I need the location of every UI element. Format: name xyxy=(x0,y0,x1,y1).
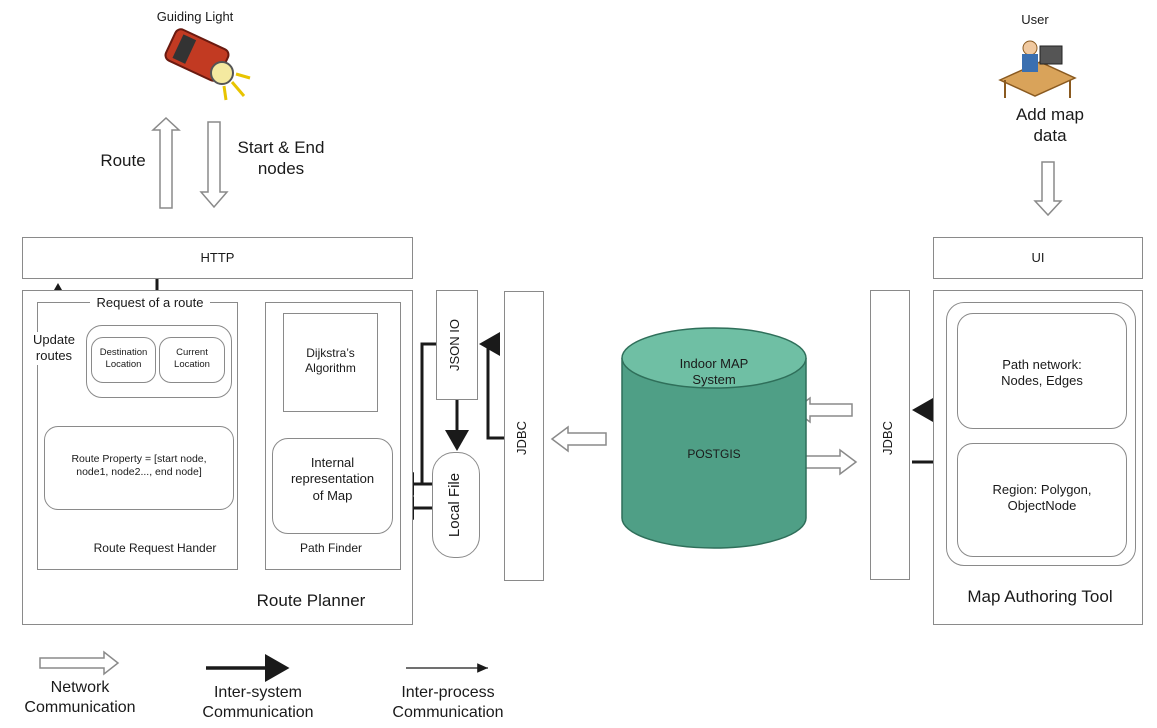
user-label: User xyxy=(1021,12,1049,27)
region-box: Region: Polygon, ObjectNode xyxy=(957,443,1127,557)
http-bar: HTTP xyxy=(22,237,413,279)
destination-location-label: Destination Location xyxy=(99,347,148,370)
dijkstra-label: Dijkstra’s Algorithm xyxy=(305,346,356,375)
add-map-data-down-arrow xyxy=(1033,161,1063,217)
jdbc-to-json-arrow xyxy=(479,332,505,440)
http-label: HTTP xyxy=(200,250,235,265)
json-to-map-arrow xyxy=(420,342,436,484)
jdbc-right-box xyxy=(870,290,910,580)
route-property-label: Route Property = [start node, node1, nod… xyxy=(71,453,207,479)
ui-label: UI xyxy=(1031,250,1045,265)
legend-network-arrow xyxy=(39,650,120,676)
destination-location-box: Destination Location xyxy=(91,337,156,383)
route-planner-title: Route Planner xyxy=(256,591,366,610)
legend-network-label: Network Communication xyxy=(24,679,136,716)
dijkstra-box: Dijkstra’s Algorithm xyxy=(283,313,378,412)
internal-representation-label: Internal representation of Map xyxy=(290,455,375,503)
request-of-route-label: Request of a route xyxy=(90,295,210,312)
json-io-label: JSON IO xyxy=(447,319,462,372)
current-location-box: Current Location xyxy=(159,337,225,383)
path-network-label: Path network: Nodes, Edges xyxy=(1001,357,1083,389)
db-to-jdbc-arrow xyxy=(550,425,607,453)
json-io-box xyxy=(436,290,478,400)
flashlight-icon xyxy=(164,28,251,101)
add-map-data-label: Add map data xyxy=(1015,105,1085,146)
local-file-label: Local File xyxy=(446,472,463,538)
route-label: Route xyxy=(100,151,146,170)
start-end-down-arrow xyxy=(199,121,229,209)
indoor-map-system-label: Indoor MAP System xyxy=(679,356,749,388)
route-property-box: Route Property = [start node, node1, nod… xyxy=(44,426,234,510)
ui-bar: UI xyxy=(933,237,1143,279)
guiding-light-label: Guiding Light xyxy=(156,9,234,24)
route-up-arrow xyxy=(151,116,181,209)
current-location-label: Current Location xyxy=(174,347,210,370)
path-network-box: Path network: Nodes, Edges xyxy=(957,313,1127,429)
jdbc-left-label: JDBC xyxy=(514,421,529,455)
legend-inter-system-label: Inter-system Communication xyxy=(202,684,314,721)
legend-inter-process-label: Inter-process Communication xyxy=(392,684,504,721)
local-file-box xyxy=(432,452,480,558)
path-finder-title: Path Finder xyxy=(299,541,363,555)
indoor-map-database xyxy=(621,327,807,549)
jdbc-right-label: JDBC xyxy=(880,421,895,455)
start-end-nodes-label: Start & End nodes xyxy=(237,138,325,179)
update-routes-label: Update routes xyxy=(24,332,84,365)
internal-map-box: Internal representation of Map xyxy=(272,438,393,534)
map-authoring-tool-title: Map Authoring Tool xyxy=(967,587,1113,606)
postgis-label: POSTGIS xyxy=(687,447,741,461)
region-label: Region: Polygon, ObjectNode xyxy=(992,482,1092,514)
user-at-desk-icon xyxy=(998,40,1077,98)
jdbc-left-box xyxy=(504,291,544,581)
route-request-hander-title: Route Request Hander xyxy=(93,541,217,555)
